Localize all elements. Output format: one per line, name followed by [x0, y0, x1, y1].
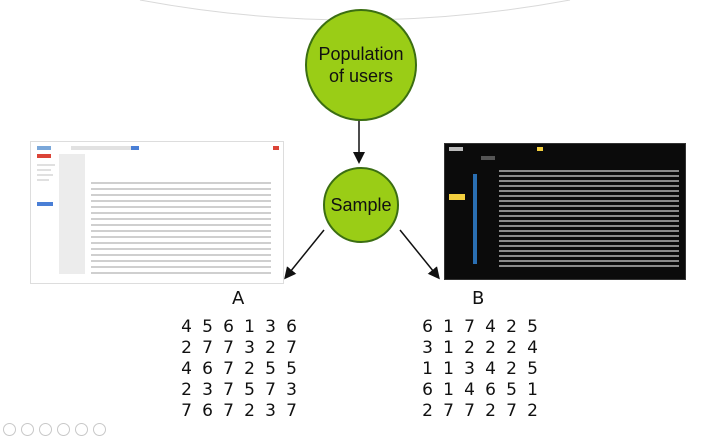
toolbar-more-icon[interactable]	[93, 423, 106, 436]
value-cell: 2	[485, 338, 496, 358]
value-cell: 1	[527, 380, 538, 400]
value-cell: 1	[422, 359, 433, 379]
value-cell: 7	[223, 380, 234, 400]
value-cell: 2	[265, 338, 276, 358]
arrow-sample-to-b	[399, 229, 440, 280]
value-cell: 3	[265, 317, 276, 337]
value-cell: 5	[506, 380, 517, 400]
population-label-line2: of users	[328, 66, 393, 86]
value-cell: 6	[422, 380, 433, 400]
group-b-label: B	[472, 288, 485, 309]
value-cell: 1	[443, 317, 454, 337]
value-cell: 3	[244, 338, 255, 358]
toolbar-slides-icon[interactable]	[57, 423, 70, 436]
value-cell: 3	[464, 359, 475, 379]
population-label-line1: Population	[318, 44, 404, 64]
value-cell: 4	[464, 380, 475, 400]
value-cell: 3	[286, 380, 297, 400]
screenshot-a-thumbnail	[31, 142, 283, 283]
value-cell: 6	[202, 359, 213, 379]
value-cell: 2	[506, 359, 517, 379]
value-cell: 7	[464, 401, 475, 421]
value-cell: 6	[485, 380, 496, 400]
value-cell: 2	[485, 401, 496, 421]
value-cell: 5	[202, 317, 213, 337]
screenshot-a	[30, 141, 284, 284]
value-cell: 2	[181, 338, 192, 358]
value-cell: 3	[265, 401, 276, 421]
value-cell: 7	[265, 380, 276, 400]
value-cell: 2	[506, 338, 517, 358]
value-cell: 7	[202, 338, 213, 358]
group-a-label: A	[232, 288, 245, 309]
sample-label: Sample	[330, 194, 392, 215]
value-cell: 6	[202, 401, 213, 421]
value-cell: 2	[181, 380, 192, 400]
value-cell: 5	[527, 317, 538, 337]
value-cell: 6	[422, 317, 433, 337]
value-cell: 7	[223, 338, 234, 358]
value-cell: 7	[506, 401, 517, 421]
value-cell: 5	[244, 380, 255, 400]
value-cell: 4	[485, 359, 496, 379]
toolbar-pen-icon[interactable]	[39, 423, 52, 436]
value-cell: 2	[422, 401, 433, 421]
value-cell: 7	[286, 338, 297, 358]
screenshot-b	[444, 143, 686, 280]
value-cell: 4	[485, 317, 496, 337]
value-cell: 4	[527, 338, 538, 358]
toolbar-zoom-icon[interactable]	[75, 423, 88, 436]
value-cell: 4	[181, 317, 192, 337]
population-node: Population of users	[305, 9, 417, 121]
value-cell: 7	[181, 401, 192, 421]
value-cell: 7	[443, 401, 454, 421]
value-cell: 2	[244, 359, 255, 379]
value-cell: 1	[443, 380, 454, 400]
value-cell: 1	[244, 317, 255, 337]
screenshot-b-thumbnail	[445, 144, 685, 279]
value-cell: 3	[422, 338, 433, 358]
value-cell: 6	[223, 317, 234, 337]
value-cell: 4	[181, 359, 192, 379]
value-cell: 1	[443, 338, 454, 358]
arrow-sample-to-a	[284, 229, 325, 280]
value-cell: 3	[202, 380, 213, 400]
value-cell: 2	[527, 401, 538, 421]
toolbar-forward-icon[interactable]	[21, 423, 34, 436]
value-cell: 6	[286, 317, 297, 337]
value-cell: 7	[464, 317, 475, 337]
value-cell: 7	[286, 401, 297, 421]
value-cell: 2	[506, 317, 517, 337]
toolbar-back-icon[interactable]	[3, 423, 16, 436]
value-cell: 1	[443, 359, 454, 379]
value-cell: 5	[286, 359, 297, 379]
slide-toolbar	[3, 423, 106, 436]
sample-node: Sample	[323, 167, 399, 243]
value-cell: 2	[464, 338, 475, 358]
value-cell: 5	[527, 359, 538, 379]
value-cell: 2	[244, 401, 255, 421]
value-cell: 5	[265, 359, 276, 379]
value-cell: 7	[223, 401, 234, 421]
value-cell: 7	[223, 359, 234, 379]
